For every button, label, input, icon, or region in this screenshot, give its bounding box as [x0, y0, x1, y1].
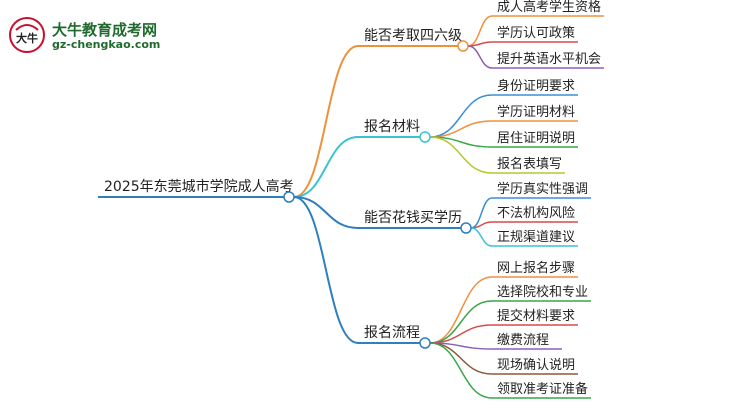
- child-node-label-3-3: 正规渠道建议: [497, 230, 575, 245]
- branch-3-child-link-2: [470, 221, 493, 229]
- branch-node-label-2: 报名材料: [364, 119, 420, 135]
- root-to-branch-link-3: [293, 196, 359, 229]
- root-connector-dot[interactable]: [283, 191, 295, 203]
- branch-1-child-link-2: [467, 41, 493, 47]
- branch-2-child-link-4: [429, 136, 493, 174]
- branch-3-child-link-1: [470, 197, 493, 229]
- child-node-label-2-3: 居住证明说明: [497, 131, 575, 146]
- mindmap-links: [98, 15, 604, 399]
- child-node-label-4-6: 领取准考证准备: [497, 381, 588, 397]
- mindmap-nodes: 2025年东莞城市学院成人高考 能否考取四六级 成人高考学生资格学历认可政策提升英语…: [104, 0, 601, 397]
- child-node-label-2-4: 报名表填写: [497, 156, 562, 172]
- branch-1-child-link-3: [467, 45, 493, 69]
- logo-badge-text: 大牛: [16, 31, 38, 45]
- child-node-label-4-2: 选择院校和专业: [497, 284, 588, 300]
- logo-badge-icon: 大牛: [9, 17, 45, 53]
- logo-title: 大牛教育成考网: [52, 21, 158, 39]
- branch-connector-dot-4[interactable]: [419, 337, 431, 349]
- child-node-label-2-1: 身份证明要求: [497, 78, 575, 94]
- logo-url: gz-chengkao.com: [52, 38, 161, 51]
- branch-connector-dot-3[interactable]: [460, 222, 472, 234]
- child-node-label-1-1: 成人高考学生资格: [497, 0, 601, 15]
- branch-node-label-3: 能否花钱买学历: [364, 210, 462, 226]
- branch-1-child-link-1: [467, 15, 493, 47]
- child-node-label-3-1: 学历真实性强调: [497, 181, 588, 197]
- branch-4-child-link-6: [429, 342, 493, 399]
- branch-connector-dot-1[interactable]: [457, 40, 469, 52]
- child-node-label-4-3: 提交材料要求: [497, 308, 575, 324]
- branch-2-child-link-2: [429, 120, 493, 138]
- root-to-branch-link-2: [293, 136, 359, 198]
- branch-2-child-link-1: [429, 94, 493, 138]
- branch-node-label-4: 报名流程: [364, 325, 420, 341]
- child-node-label-4-1: 网上报名步骤: [497, 260, 575, 276]
- root-node-label: 2025年东莞城市学院成人高考: [104, 178, 294, 195]
- child-node-label-1-3: 提升英语水平机会: [497, 51, 601, 67]
- child-node-label-3-2: 不法机构风险: [497, 206, 575, 221]
- child-node-label-2-2: 学历证明材料: [497, 104, 575, 120]
- branch-connector-dot-2[interactable]: [419, 131, 431, 143]
- site-logo[interactable]: 大牛 大牛教育成考网 gz-chengkao.com: [8, 16, 188, 58]
- branch-4-child-link-1: [429, 276, 493, 344]
- root-to-branch-link-4: [293, 196, 359, 344]
- child-node-label-1-2: 学历认可政策: [497, 25, 575, 41]
- child-node-label-4-5: 现场确认说明: [497, 358, 575, 373]
- branch-node-label-1: 能否考取四六级: [364, 28, 462, 44]
- branch-3-child-link-3: [470, 227, 493, 247]
- root-to-branch-link-1: [293, 45, 359, 198]
- child-node-label-4-4: 缴费流程: [497, 333, 549, 348]
- branch-4-child-link-2: [429, 300, 493, 344]
